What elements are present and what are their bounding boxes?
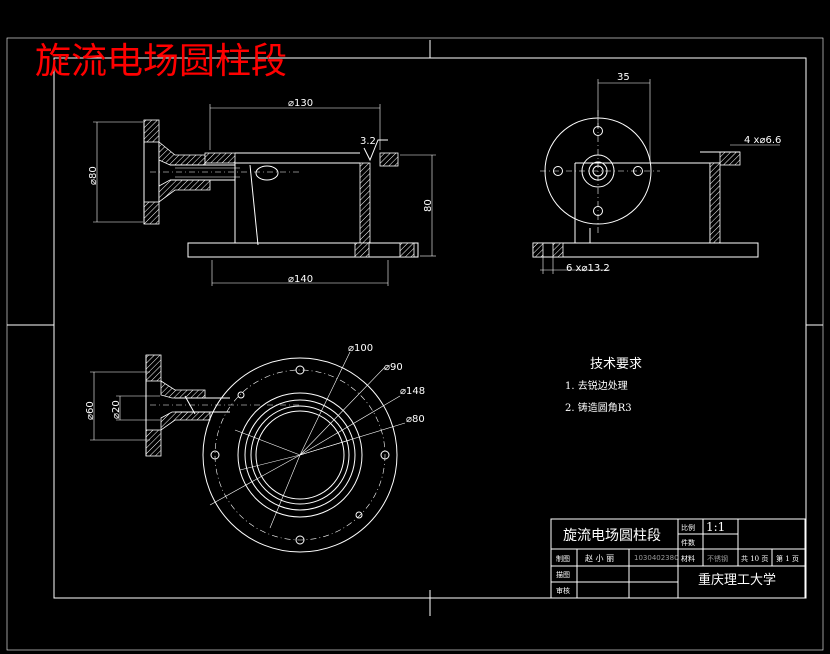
- dim-holes-top: 4 x⌀6.6: [744, 135, 781, 146]
- tb-material-label: 材料: [681, 554, 695, 563]
- tb-university: 重庆理工大学: [698, 572, 776, 588]
- dim-35: 35: [617, 72, 630, 83]
- technical-requirements: 技术要求 1. 去锐边处理 2. 铸造圆角R3: [565, 357, 642, 414]
- dim-holes-bottom: 6 x⌀13.2: [566, 263, 610, 274]
- dim-d100: ⌀100: [348, 343, 373, 354]
- drawing-title: 旋流电场圆柱段: [35, 41, 287, 82]
- tb-scale-value: 1:1: [706, 520, 725, 534]
- notes-heading: 技术要求: [590, 357, 642, 372]
- title-block: 旋流电场圆柱段 比例 1:1 件数 制图 赵 小 丽 1030402380 材料…: [550, 518, 806, 599]
- side-view: 35 4 x⌀6.6 6 x⌀13.2: [532, 72, 781, 274]
- tb-row3-label: 审核: [556, 586, 570, 595]
- dim-d80-left: ⌀80: [88, 166, 99, 185]
- inner-frame: [53, 57, 807, 599]
- dim-d130: ⌀130: [288, 98, 313, 109]
- tb-row2-label: 描图: [556, 570, 570, 579]
- front-section-view: ⌀130 ⌀140 ⌀80 80 3.2: [88, 98, 436, 286]
- tb-sheet: 第 1 页: [776, 554, 799, 563]
- tb-sheets: 共 10 页: [741, 554, 768, 563]
- dim-d140: ⌀140: [288, 274, 313, 285]
- note-2: 2. 铸造圆角R3: [565, 401, 632, 414]
- dim-d20: ⌀20: [111, 400, 122, 419]
- tb-qty-label: 件数: [681, 538, 695, 547]
- tb-student-id: 1030402380: [634, 554, 679, 562]
- tb-designer-name: 赵 小 丽: [585, 553, 614, 563]
- roughness-value: 3.2: [360, 136, 376, 147]
- note-1: 1. 去锐边处理: [565, 379, 628, 392]
- dim-d60: ⌀60: [85, 401, 96, 420]
- dim-d90: ⌀90: [384, 362, 403, 373]
- outer-border: [6, 37, 824, 651]
- dim-d80-plan: ⌀80: [406, 414, 425, 425]
- tb-part-name: 旋流电场圆柱段: [563, 528, 661, 544]
- centering-marks: [7, 40, 823, 616]
- dim-d148: ⌀148: [400, 386, 425, 397]
- tb-designer-label: 制图: [556, 554, 570, 563]
- tb-scale-label: 比例: [681, 523, 695, 532]
- dim-h80: 80: [423, 199, 434, 212]
- tb-material-value: 不锈钢: [707, 554, 728, 563]
- plan-view: ⌀100 ⌀90 ⌀148 ⌀80 ⌀60 ⌀20: [85, 343, 425, 553]
